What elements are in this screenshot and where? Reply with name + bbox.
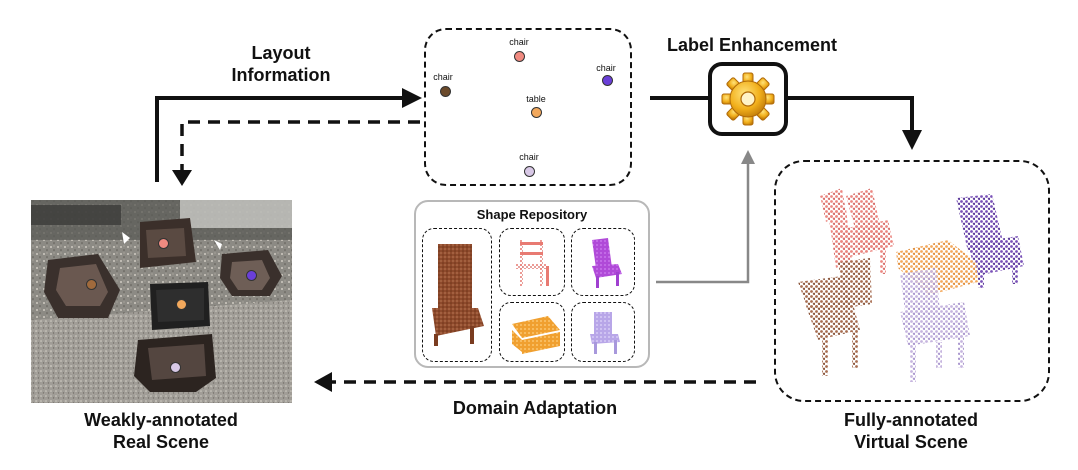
- arrowhead-virtual: [902, 130, 922, 150]
- shape-repository-title: Shape Repository: [476, 207, 588, 222]
- arrowhead-layout: [402, 88, 422, 108]
- layout-label-line2: Information: [231, 64, 331, 85]
- repo-slot-pink-chair: [499, 228, 565, 296]
- feedback-arrow: [180, 120, 420, 172]
- layout-information-label: Layout Information: [216, 43, 346, 87]
- full-label-line2: Virtual Scene: [854, 431, 968, 452]
- full-label-line1: Fully-annotated: [844, 410, 978, 430]
- arrowhead-feedback: [172, 170, 192, 186]
- fully-annotated-label: Fully-annotated Virtual Scene: [806, 410, 1016, 454]
- layout-point-dot: [514, 51, 525, 62]
- shape-repository-box: [414, 200, 650, 368]
- arrowhead-domain: [314, 372, 332, 392]
- virtual-scene-box: [774, 160, 1050, 402]
- real-scene-photo: [31, 200, 292, 403]
- to-virtual-arrow: [786, 96, 914, 132]
- weakly-annotated-label: Weakly-annotated Real Scene: [46, 410, 276, 454]
- domain-adaptation-label: Domain Adaptation: [452, 398, 618, 418]
- layout-point-label: chair: [519, 152, 539, 162]
- weak-label-line1: Weakly-annotated: [84, 410, 238, 430]
- layout-point-label: chair: [509, 37, 529, 47]
- arrowheads: [172, 88, 922, 392]
- repo-slot-table: [499, 302, 565, 362]
- repo-slot-purple-chair: [571, 228, 635, 296]
- label-enhancement-label: Label Enhancement: [666, 35, 838, 55]
- scene-dot: [170, 362, 181, 373]
- scene-dot: [86, 279, 97, 290]
- layout-label-line1: Layout: [251, 43, 311, 63]
- scene-dot: [176, 299, 187, 310]
- layout-arrow: [155, 96, 404, 182]
- layout-point-dot: [524, 166, 535, 177]
- scene-dot: [158, 238, 169, 249]
- virtual-scene-pointcloud: [798, 188, 1024, 382]
- arrows: [155, 96, 914, 384]
- repo-slot-tall-chair: [422, 228, 492, 362]
- layout-point-dot: [602, 75, 613, 86]
- gear-icon: [721, 72, 775, 126]
- layout-box: [424, 28, 632, 186]
- arrowhead-repository: [741, 150, 755, 164]
- shape-repository-shapes: [432, 238, 622, 354]
- weak-label-line2: Real Scene: [112, 431, 210, 452]
- layout-point-label: chair: [433, 72, 453, 82]
- layout-point-dot: [531, 107, 542, 118]
- layout-point-label: chair: [596, 63, 616, 73]
- repo-slot-lavender-chair: [571, 302, 635, 362]
- scene-dot: [246, 270, 257, 281]
- layout-point-dot: [440, 86, 451, 97]
- layout-point-label: table: [526, 94, 546, 104]
- repository-arrow: [656, 162, 750, 284]
